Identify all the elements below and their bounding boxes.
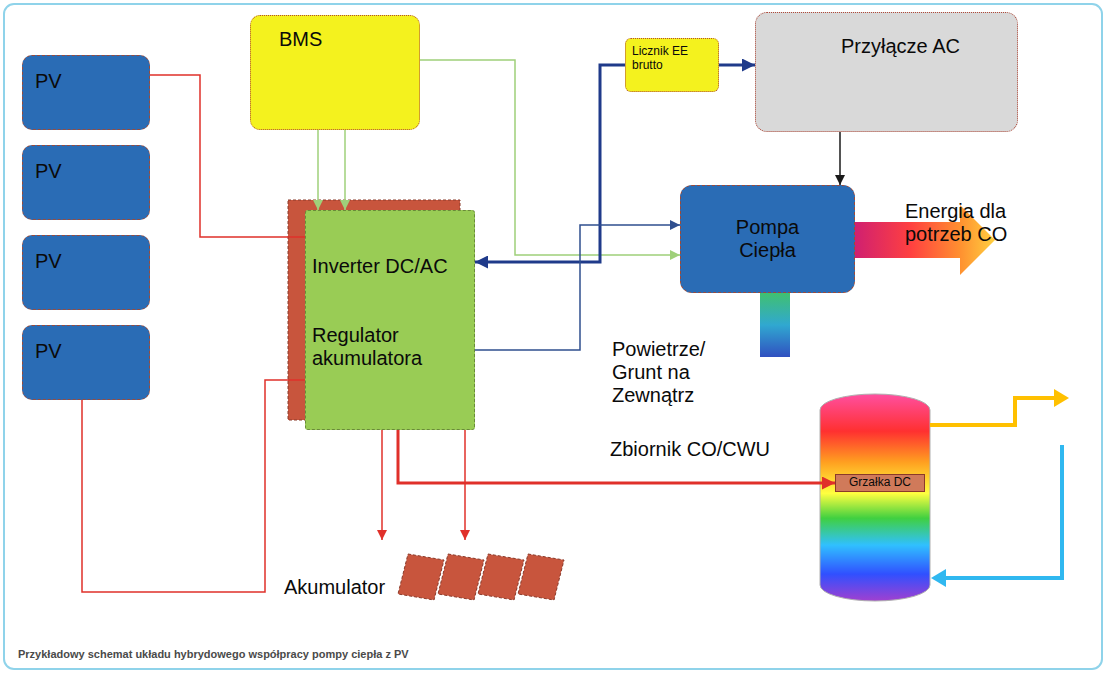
- node-text: PV: [35, 340, 62, 363]
- pv-panel: PV: [22, 325, 150, 400]
- storage-tank: [820, 394, 930, 601]
- tank-label: Zbiornik CO/CWU: [610, 438, 770, 461]
- node-text: BMS: [279, 28, 322, 51]
- air-ground-source: [760, 293, 790, 357]
- inverter-box: Inverter DC/AC Regulator akumulatora: [305, 210, 475, 430]
- grid-connection-box: Przyłącze AC: [755, 12, 1018, 132]
- battery-cell: [478, 554, 524, 600]
- bms-box: BMS: [250, 15, 420, 130]
- heat-pump-box: Pompa Ciepła: [680, 185, 855, 293]
- battery-cell: [438, 554, 484, 600]
- hot-water-arrowhead: [1054, 389, 1069, 407]
- connector: [381, 430, 383, 540]
- node-text: PV: [35, 250, 62, 273]
- cold-water-arrowhead: [931, 569, 946, 587]
- battery-cell: [398, 554, 444, 600]
- dc-heater: Grzałka DC: [835, 474, 925, 492]
- connector: [475, 225, 680, 350]
- caption: Przykładowy schemat układu hybrydowego w…: [18, 648, 409, 661]
- connector: [719, 64, 755, 67]
- pv-panel: PV: [22, 145, 150, 220]
- meter-box: Licznik EE brutto: [625, 38, 719, 92]
- connector: [317, 130, 319, 210]
- connector: [475, 65, 625, 262]
- connector: [839, 132, 841, 185]
- battery-bank: Akumulator: [280, 540, 570, 605]
- connector: [344, 130, 346, 210]
- node-text: Regulator akumulatora: [312, 324, 462, 370]
- connector: [464, 430, 466, 540]
- hot-water-pipe: [930, 398, 1055, 425]
- node-text: PV: [35, 70, 62, 93]
- connector: [398, 430, 835, 483]
- node-text: Przyłącze AC: [841, 35, 960, 58]
- node-text: PV: [35, 160, 62, 183]
- node-text: Akumulator: [284, 576, 385, 599]
- node-text: Licznik EE brutto: [632, 45, 712, 73]
- node-text: Inverter DC/AC: [312, 255, 448, 278]
- cold-water-pipe: [945, 445, 1062, 578]
- frame: [4, 4, 1102, 669]
- connector: [82, 380, 305, 592]
- node-text: Grzałka DC: [849, 476, 911, 490]
- pv-panel: PV: [22, 55, 150, 130]
- energy-label: Energia dla potrzeb CO: [905, 200, 1055, 246]
- pv-panel: PV: [22, 235, 150, 310]
- source-label: Powietrze/ Grunt na Zewnątrz: [612, 338, 737, 407]
- battery-cell: [518, 554, 564, 600]
- node-text: Pompa Ciepła: [718, 216, 818, 262]
